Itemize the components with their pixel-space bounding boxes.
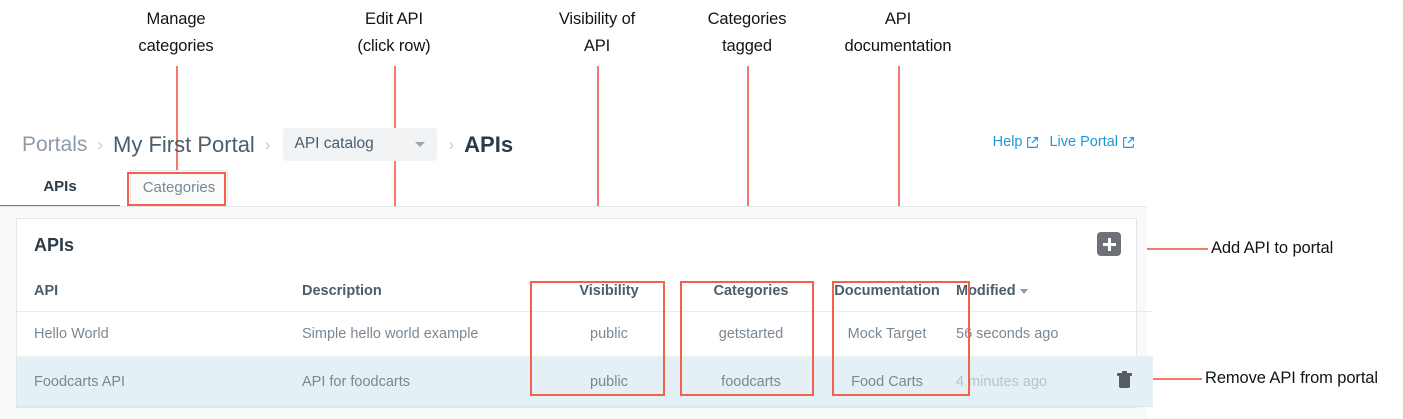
cell-documentation: Food Carts	[818, 356, 956, 407]
tab-apis[interactable]: APIs	[0, 170, 120, 208]
cell-actions	[1096, 356, 1153, 407]
delete-api-button[interactable]	[1117, 371, 1132, 388]
cell-documentation: Mock Target	[818, 311, 956, 357]
portal-admin-app: Portals › My First Portal › API catalog …	[0, 110, 1153, 419]
annotation-line-add-api	[1122, 248, 1208, 250]
table-row[interactable]: Hello World Simple hello world example p…	[17, 311, 1153, 357]
card-title: APIs	[34, 235, 75, 255]
catalog-select[interactable]: API catalog	[282, 128, 437, 161]
annotation-line-visibility-of-api	[597, 66, 599, 282]
help-link-label: Help	[992, 134, 1023, 150]
tab-categories[interactable]: Categories	[130, 170, 228, 205]
breadcrumb-my-first-portal[interactable]: My First Portal	[113, 131, 255, 157]
apis-card: APIs API Description Visibility Categori…	[16, 218, 1153, 408]
cell-visibility: public	[534, 356, 684, 407]
annotation-label-categories-tagged: Categories tagged	[707, 10, 787, 55]
plus-icon	[1107, 237, 1111, 251]
apis-table: API Description Visibility Categories Do…	[17, 277, 1153, 407]
chevron-down-icon	[414, 141, 425, 147]
breadcrumb-separator: ›	[448, 134, 455, 154]
annotation-label-api-documentation: API documentation	[844, 10, 952, 55]
column-header-modified-label: Modified	[956, 283, 1016, 299]
annotation-line-remove-api	[1116, 378, 1202, 380]
tab-bar-rule	[0, 206, 1147, 207]
column-header-documentation[interactable]: Documentation	[818, 277, 956, 312]
column-header-actions	[1096, 277, 1153, 312]
trash-icon	[1119, 376, 1130, 388]
annotation-label-remove-api-from-portal: Remove API from portal	[1205, 369, 1378, 387]
cell-api: Hello World	[17, 311, 302, 357]
cell-visibility: public	[534, 311, 684, 357]
cell-description: API for foodcarts	[302, 356, 534, 407]
cell-categories: foodcarts	[684, 356, 818, 407]
cell-api: Foodcarts API	[17, 356, 302, 407]
live-portal-link-label: Live Portal	[1049, 134, 1118, 150]
annotation-label-visibility-of-api: Visibility of API	[558, 10, 636, 55]
breadcrumb-portals[interactable]: Portals	[22, 132, 88, 156]
help-link[interactable]: Help	[993, 134, 1040, 150]
annotation-line-api-documentation	[898, 66, 900, 282]
column-header-visibility[interactable]: Visibility	[534, 277, 684, 312]
top-right-links: Help Live Portal	[993, 134, 1135, 150]
cell-modified: 4 minutes ago	[956, 356, 1096, 407]
content-panel: APIs API Description Visibility Categori…	[0, 207, 1153, 419]
annotation-label-add-api-to-portal: Add API to portal	[1211, 239, 1334, 257]
live-portal-link[interactable]: Live Portal	[1049, 134, 1135, 150]
cell-actions	[1096, 311, 1153, 357]
trash-icon	[1117, 373, 1132, 376]
breadcrumb-separator: ›	[97, 134, 104, 154]
external-link-icon	[1027, 136, 1039, 148]
breadcrumb-current-apis: APIs	[464, 131, 514, 157]
cell-description: Simple hello world example	[302, 311, 534, 357]
catalog-select-value: API catalog	[294, 135, 374, 152]
external-link-icon	[1123, 136, 1134, 148]
column-header-description[interactable]: Description	[302, 277, 534, 312]
trash-icon	[1122, 371, 1127, 374]
tab-bar: APIs Categories	[0, 170, 1147, 208]
annotation-label-manage-categories: Manage categories	[138, 10, 214, 55]
sort-descending-icon	[1019, 288, 1028, 294]
table-row[interactable]: Foodcarts API API for foodcarts public f…	[17, 356, 1153, 407]
table-header-row: API Description Visibility Categories Do…	[17, 277, 1153, 312]
annotation-line-manage-categories	[176, 66, 178, 174]
column-header-modified[interactable]: Modified	[956, 277, 1096, 312]
column-header-categories[interactable]: Categories	[684, 277, 818, 312]
cell-modified: 56 seconds ago	[956, 311, 1096, 357]
add-api-button[interactable]	[1097, 232, 1121, 256]
breadcrumb: Portals › My First Portal › API catalog …	[22, 128, 513, 161]
cell-categories: getstarted	[684, 311, 818, 357]
annotation-label-edit-api: Edit API (click row)	[357, 10, 431, 55]
annotation-line-categories-tagged	[747, 66, 749, 282]
breadcrumb-separator: ›	[264, 134, 271, 154]
column-header-api[interactable]: API	[17, 277, 302, 312]
